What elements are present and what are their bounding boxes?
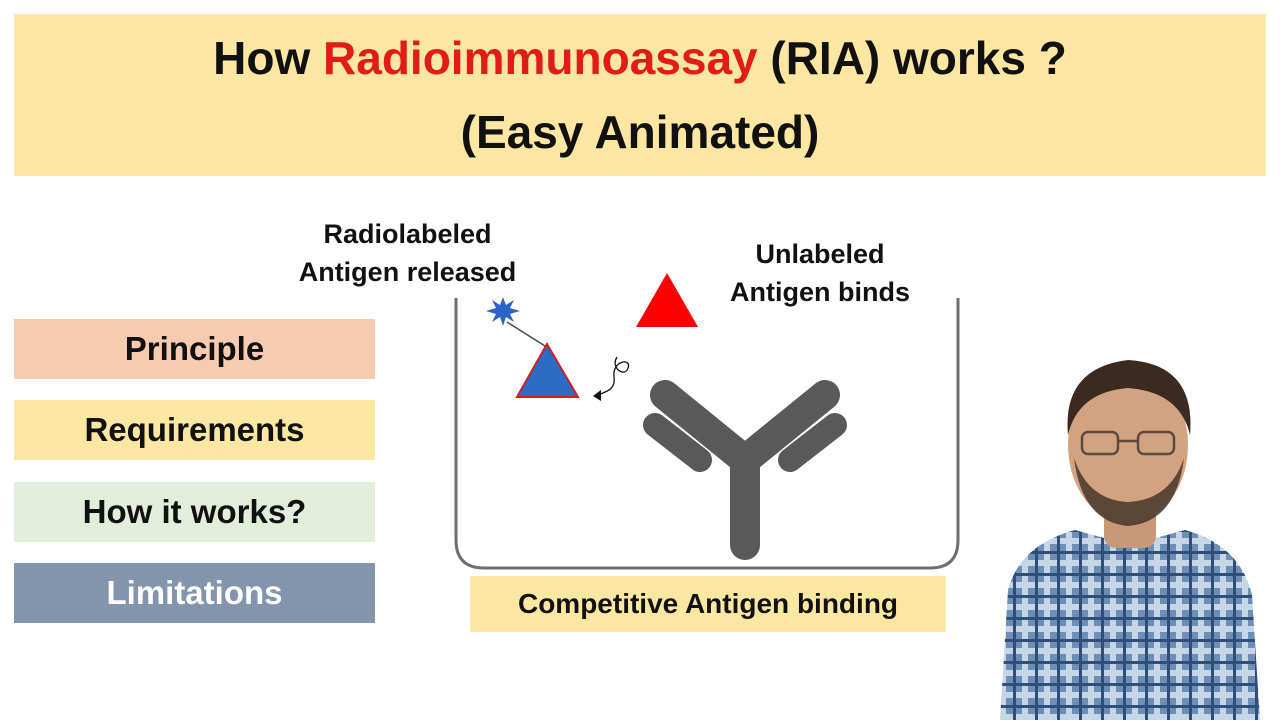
menu-item-how-it-works[interactable]: How it works? [14,482,375,542]
menu-item-limitations[interactable]: Limitations [14,563,375,623]
title-banner: How Radioimmunoassay (RIA) works ? (Easy… [14,14,1266,176]
unlabeled-label-line-2: Antigen binds [730,277,910,307]
title-prefix: How [213,32,324,84]
title-accent: Radioimmunoassay [323,32,758,84]
presenter-shirt [1000,530,1260,720]
title-suffix: (RIA) works ? [757,32,1067,84]
glasses-icon [1080,430,1176,456]
diagram-caption: Competitive Antigen binding [470,576,946,632]
displacement-arrow [597,356,630,396]
title-line-2: (Easy Animated) [460,106,820,158]
unlabeled-label-line-1: Unlabeled [755,239,885,269]
menu-item-requirements[interactable]: Requirements [14,400,375,460]
presenter-hair [1067,360,1191,435]
unlabeled-antigen-label: Unlabeled Antigen binds [700,235,940,311]
arrowhead-icon [593,390,601,401]
radiolabel-link [506,321,546,347]
radiolabel-star-icon [486,297,520,326]
presenter-face [1068,367,1188,523]
antibody-icon [643,380,847,560]
title-line-1: How Radioimmunoassay (RIA) works ? [213,21,1067,95]
released-antigen-label: Radiolabeled Antigen released [270,215,545,291]
presenter-beard [1074,458,1184,526]
released-label-line-1: Radiolabeled [323,219,492,249]
menu-item-principle[interactable]: Principle [14,319,375,379]
unlabeled-antigen-icon [636,273,698,327]
released-label-line-2: Antigen released [298,257,517,287]
labeled-antigen-icon [515,341,580,398]
assay-well [454,298,960,570]
presenter-photo [1000,360,1260,720]
